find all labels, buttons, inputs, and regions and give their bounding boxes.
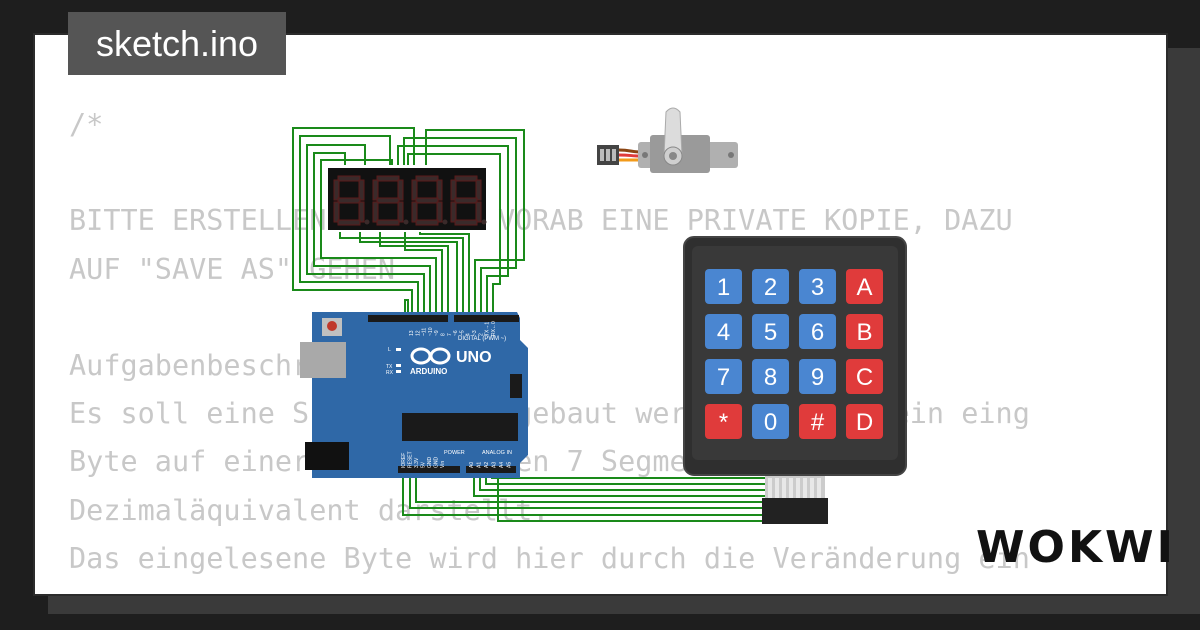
keypad-key-label: 7 bbox=[717, 364, 730, 391]
code-line: . Die Steuerung soll außerdem 16 (17 Mai… bbox=[69, 583, 1135, 594]
code-line: Dezimaläquivalent darstellt. bbox=[69, 493, 550, 527]
pin-label: A1 bbox=[477, 462, 483, 468]
keypad-key-label: A bbox=[856, 274, 872, 301]
pin-label: IOREF bbox=[401, 453, 407, 468]
pin-label: A2 bbox=[484, 462, 490, 468]
pin-label: ~10 bbox=[428, 327, 434, 336]
digit-1 bbox=[333, 175, 365, 226]
pin-label: A0 bbox=[469, 462, 475, 468]
code-line: BITTE ERSTELLEN SIE SICH VORAB EINE PRIV… bbox=[69, 204, 1013, 238]
pin-label: 5V bbox=[421, 461, 427, 468]
keypad-key-0[interactable]: 0 bbox=[752, 404, 789, 439]
arduino-logo-icon bbox=[410, 347, 451, 365]
pin-label: RESET bbox=[408, 451, 414, 468]
pin-label: 12 bbox=[415, 330, 421, 336]
keypad-key-2[interactable]: 2 bbox=[752, 269, 789, 304]
keypad-key-label: D bbox=[856, 409, 873, 436]
pin-label: ~9 bbox=[434, 330, 440, 336]
keypad-key-label: 6 bbox=[811, 319, 824, 346]
l-label: L bbox=[388, 347, 391, 353]
wokwi-logo: WOKWI bbox=[976, 522, 1176, 573]
keypad-key-label: 9 bbox=[811, 364, 824, 391]
keypad: 1 2 3 A 4 5 6 B 7 8 9 C * 0 # D bbox=[683, 236, 907, 476]
pin-label: RX←0 bbox=[491, 321, 497, 336]
keypad-key-label: B bbox=[856, 319, 872, 346]
power-label: POWER bbox=[444, 450, 465, 456]
pin-label: A3 bbox=[492, 462, 498, 468]
pin-label: 7 bbox=[447, 333, 453, 336]
keypad-key-label: 8 bbox=[764, 364, 777, 391]
pin-label: 4 bbox=[466, 333, 472, 336]
pin-label: TX→1 bbox=[485, 322, 491, 336]
digit-4 bbox=[450, 175, 482, 226]
pin-label: 2 bbox=[478, 333, 484, 336]
servo-horn bbox=[663, 107, 683, 157]
keypad-key-label: # bbox=[811, 409, 825, 436]
pin-label: GND bbox=[427, 457, 433, 469]
keypad-key-label: * bbox=[719, 409, 728, 436]
keypad-key-#[interactable]: # bbox=[799, 404, 836, 439]
servo-motor[interactable] bbox=[597, 107, 738, 173]
pin-label: A4 bbox=[499, 462, 505, 468]
pin-label: Vin bbox=[440, 461, 446, 468]
keypad-key-6[interactable]: 6 bbox=[799, 314, 836, 349]
keypad-key-A[interactable]: A bbox=[846, 269, 883, 304]
tx-label: TX bbox=[386, 364, 393, 370]
keypad-key-label: 1 bbox=[717, 274, 730, 301]
keypad-keys: 1 2 3 A 4 5 6 B 7 8 9 C * 0 # D bbox=[705, 269, 883, 439]
keypad-key-B[interactable]: B bbox=[846, 314, 883, 349]
keypad-key-4[interactable]: 4 bbox=[705, 314, 742, 349]
keypad-key-label: 2 bbox=[764, 274, 777, 301]
usb-port bbox=[300, 342, 346, 378]
code-preview-card: /* BITTE ERSTELLEN SIE SICH VORAB EINE PR… bbox=[33, 33, 1168, 596]
keypad-key-5[interactable]: 5 bbox=[752, 314, 789, 349]
keypad-key-label: 4 bbox=[717, 319, 730, 346]
keypad-key-label: 3 bbox=[811, 274, 824, 301]
file-tab[interactable]: sketch.ino bbox=[68, 12, 286, 75]
rx-label: RX bbox=[386, 370, 394, 376]
keypad-key-3[interactable]: 3 bbox=[799, 269, 836, 304]
keypad-key-*[interactable]: * bbox=[705, 404, 742, 439]
keypad-key-1[interactable]: 1 bbox=[705, 269, 742, 304]
keypad-connector bbox=[762, 476, 828, 524]
code-line: Das eingelesene Byte wird hier durch die… bbox=[69, 541, 1030, 575]
pin-label: GND bbox=[434, 457, 440, 469]
digit-3 bbox=[411, 175, 443, 226]
digital-label: DIGITAL (PWM ~) bbox=[458, 336, 506, 342]
pin-label: ~6 bbox=[453, 330, 459, 336]
board-model-label: UNO bbox=[456, 349, 492, 366]
pin-label: ~5 bbox=[459, 330, 465, 336]
keypad-key-label: 0 bbox=[764, 409, 777, 436]
keypad-key-D[interactable]: D bbox=[846, 404, 883, 439]
keypad-key-label: 5 bbox=[764, 319, 777, 346]
seven-segment-display[interactable] bbox=[328, 168, 487, 230]
pin-label: 8 bbox=[441, 333, 447, 336]
pin-label: A5 bbox=[507, 462, 513, 468]
digital-header bbox=[368, 315, 519, 322]
pin-label: ~11 bbox=[422, 328, 428, 336]
atmega-chip bbox=[402, 413, 518, 441]
arduino-uno-board[interactable]: UNO ARDUINO DIGITAL (PWM ~) POWER ANALOG… bbox=[300, 312, 528, 478]
power-jack bbox=[305, 442, 349, 470]
keypad-key-8[interactable]: 8 bbox=[752, 359, 789, 394]
digit-2 bbox=[372, 175, 404, 226]
board-brand-label: ARDUINO bbox=[410, 367, 447, 376]
pin-label: 3.3V bbox=[414, 457, 420, 468]
analog-label: ANALOG IN bbox=[482, 450, 512, 456]
keypad-key-7[interactable]: 7 bbox=[705, 359, 742, 394]
keypad-key-9[interactable]: 9 bbox=[799, 359, 836, 394]
pin-label: ~3 bbox=[472, 330, 478, 336]
keypad-key-label: C bbox=[856, 364, 873, 391]
power-analog-header bbox=[398, 466, 516, 473]
code-line: /* bbox=[69, 108, 104, 141]
pin-label: 13 bbox=[409, 330, 415, 336]
keypad-key-C[interactable]: C bbox=[846, 359, 883, 394]
